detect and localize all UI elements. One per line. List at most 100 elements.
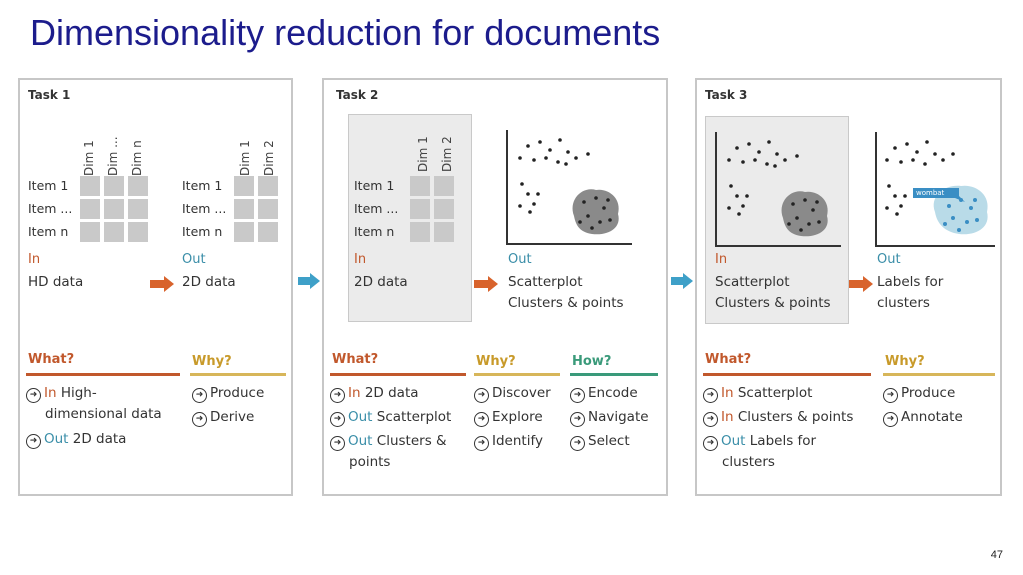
task2-how-item: ➜Navigate bbox=[570, 407, 649, 428]
arrow-circle-icon: ➜ bbox=[474, 388, 489, 403]
task1-label: Task 1 bbox=[28, 88, 71, 102]
task3-out-line2: clusters bbox=[877, 295, 930, 311]
task2-how-item: ➜Encode bbox=[570, 383, 638, 404]
task3-in-line1: Scatterplot bbox=[715, 274, 790, 290]
arrow-circle-icon: ➜ bbox=[883, 388, 898, 403]
task3-what-heading: What? bbox=[705, 352, 752, 367]
task1-dim-label: Dim 1 bbox=[238, 140, 252, 176]
task1-item-label: Item n bbox=[182, 224, 223, 239]
task1-item-label: Item 1 bbox=[28, 178, 69, 193]
task3-why-item: ➜Produce bbox=[883, 383, 955, 404]
task3-input-scatterplot bbox=[715, 132, 841, 247]
task3-out-label: Out bbox=[877, 252, 901, 267]
why-rule bbox=[474, 373, 560, 376]
task1-in-text: HD data bbox=[28, 274, 84, 290]
task1-why-item: ➜Derive bbox=[192, 407, 254, 428]
task2-what-item: ➜Out Scatterplot bbox=[330, 407, 451, 428]
task1-item-label: Item ... bbox=[182, 201, 227, 216]
task1-what-item-cont: dimensional data bbox=[45, 406, 162, 422]
task2-scatterplot bbox=[506, 130, 632, 245]
task2-in-text: 2D data bbox=[354, 274, 408, 290]
task1-dim-label: Dim 1 bbox=[82, 140, 96, 176]
orange-arrow-icon bbox=[474, 276, 498, 292]
task3-why-item: ➜Annotate bbox=[883, 407, 963, 428]
what-rule bbox=[330, 373, 466, 376]
what-rule bbox=[703, 373, 871, 376]
arrow-circle-icon: ➜ bbox=[883, 412, 898, 427]
task3-output-scatterplot bbox=[875, 132, 995, 247]
task2-what-heading: What? bbox=[332, 352, 379, 367]
task3-label: Task 3 bbox=[705, 88, 748, 102]
task1-what-item: ➜In High- bbox=[26, 383, 97, 404]
task2-item-label: Item ... bbox=[354, 201, 399, 216]
task1-dim-label: Dim ... bbox=[106, 136, 120, 176]
task1-item-label: Item ... bbox=[28, 201, 73, 216]
what-rule bbox=[26, 373, 180, 376]
task1-panel: Task 1 Dim 1 Dim ... Dim n Item 1 Item .… bbox=[18, 78, 293, 496]
why-rule bbox=[190, 373, 286, 376]
orange-arrow-icon bbox=[849, 276, 873, 292]
task2-why-heading: Why? bbox=[476, 354, 516, 369]
arrow-circle-icon: ➜ bbox=[26, 434, 41, 449]
task2-dim-label: Dim 2 bbox=[440, 136, 454, 172]
orange-arrow-icon bbox=[150, 276, 174, 292]
task2-dim-label: Dim 1 bbox=[416, 136, 430, 172]
task2-out-line1: Scatterplot bbox=[508, 274, 583, 290]
task3-out-line1: Labels for bbox=[877, 274, 944, 290]
task1-dim-label: Dim n bbox=[130, 140, 144, 176]
task2-panel: Task 2 Dim 1 Dim 2 Item 1 Item ... Item … bbox=[322, 78, 668, 496]
task1-what-heading: What? bbox=[28, 352, 75, 367]
task3-what-item: ➜In Clusters & points bbox=[703, 407, 853, 428]
arrow-circle-icon: ➜ bbox=[26, 388, 41, 403]
task2-out-label: Out bbox=[508, 252, 532, 267]
task2-label: Task 2 bbox=[336, 88, 379, 102]
arrow-circle-icon: ➜ bbox=[570, 388, 585, 403]
task1-item-label: Item n bbox=[28, 224, 69, 239]
task1-item-label: Item 1 bbox=[182, 178, 223, 193]
arrow-circle-icon: ➜ bbox=[330, 412, 345, 427]
task3-what-item: ➜In Scatterplot bbox=[703, 383, 812, 404]
arrow-circle-icon: ➜ bbox=[330, 436, 345, 451]
arrow-circle-icon: ➜ bbox=[703, 388, 718, 403]
task2-how-item: ➜Select bbox=[570, 431, 630, 452]
task2-why-item: ➜Explore bbox=[474, 407, 543, 428]
why-rule bbox=[883, 373, 995, 376]
blue-arrow-icon bbox=[298, 273, 320, 289]
task2-what-item: ➜In 2D data bbox=[330, 383, 419, 404]
task2-item-label: Item 1 bbox=[354, 178, 395, 193]
task2-item-label: Item n bbox=[354, 224, 395, 239]
task2-out-line2: Clusters & points bbox=[508, 295, 624, 311]
page-number: 47 bbox=[990, 549, 1003, 561]
arrow-circle-icon: ➜ bbox=[192, 388, 207, 403]
arrow-circle-icon: ➜ bbox=[570, 436, 585, 451]
task1-out-label: Out bbox=[182, 252, 206, 267]
task3-panel: Task 3 In Scatterplot Clusters & points bbox=[695, 78, 1002, 496]
arrow-circle-icon: ➜ bbox=[474, 436, 489, 451]
arrow-circle-icon: ➜ bbox=[330, 388, 345, 403]
task1-out-text: 2D data bbox=[182, 274, 236, 290]
task2-why-item: ➜Discover bbox=[474, 383, 551, 404]
task2-how-heading: How? bbox=[572, 354, 612, 369]
arrow-circle-icon: ➜ bbox=[192, 412, 207, 427]
task1-why-item: ➜Produce bbox=[192, 383, 264, 404]
arrow-circle-icon: ➜ bbox=[703, 436, 718, 451]
task3-annotation-label: wombat bbox=[916, 189, 945, 197]
arrow-circle-icon: ➜ bbox=[474, 412, 489, 427]
arrow-circle-icon: ➜ bbox=[703, 412, 718, 427]
task3-in-line2: Clusters & points bbox=[715, 295, 831, 311]
task3-what-item: ➜Out Labels for bbox=[703, 431, 816, 452]
task3-why-heading: Why? bbox=[885, 354, 925, 369]
task1-why-heading: Why? bbox=[192, 354, 232, 369]
task3-what-item-cont: clusters bbox=[722, 454, 775, 470]
slide-title: Dimensionality reduction for documents bbox=[30, 12, 661, 53]
task2-in-label: In bbox=[354, 252, 367, 267]
task1-dim-label: Dim 2 bbox=[262, 140, 276, 176]
task3-in-label: In bbox=[715, 252, 728, 267]
task2-why-item: ➜Identify bbox=[474, 431, 543, 452]
how-rule bbox=[570, 373, 658, 376]
task1-in-label: In bbox=[28, 252, 41, 267]
task2-what-item-cont: points bbox=[349, 454, 391, 470]
task1-what-item: ➜Out 2D data bbox=[26, 429, 126, 450]
blue-arrow-icon bbox=[671, 273, 693, 289]
arrow-circle-icon: ➜ bbox=[570, 412, 585, 427]
